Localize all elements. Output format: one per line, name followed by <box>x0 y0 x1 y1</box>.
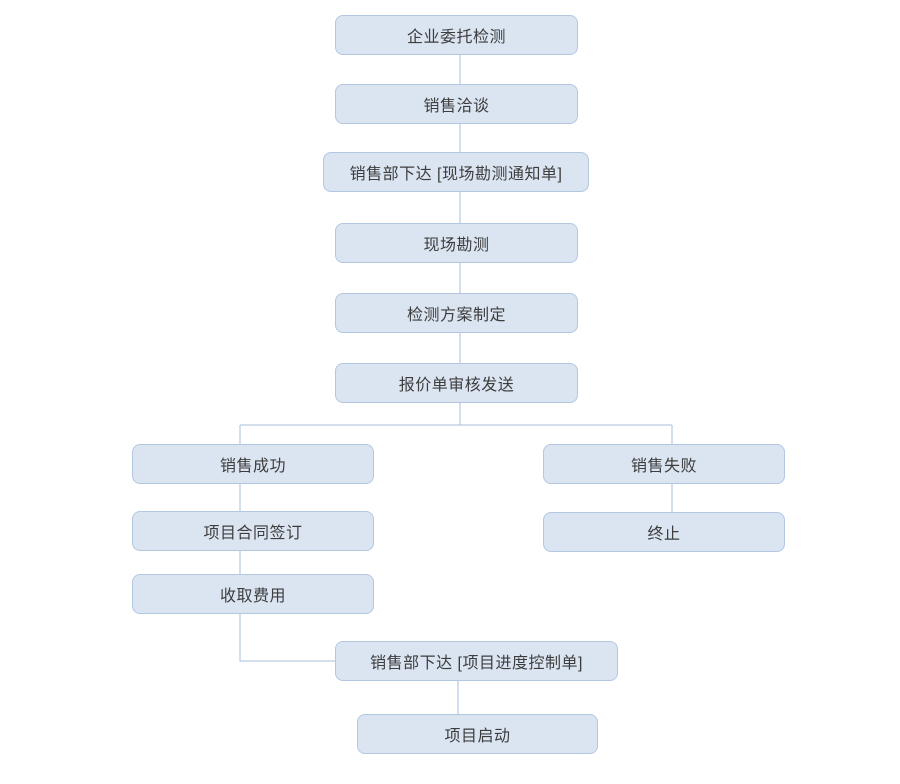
node-quotation-review: 报价单审核发送 <box>335 363 578 403</box>
node-project-start: 项目启动 <box>357 714 598 754</box>
node-sales-success: 销售成功 <box>132 444 374 484</box>
node-fee-collection: 收取费用 <box>132 574 374 614</box>
node-progress-control: 销售部下达 [项目进度控制单] <box>335 641 618 681</box>
edge-fee-progress-elbow <box>239 614 335 662</box>
node-survey-notice: 销售部下达 [现场勘测通知单] <box>323 152 589 192</box>
node-site-survey: 现场勘测 <box>335 223 578 263</box>
node-sales-negotiation: 销售洽谈 <box>335 84 578 124</box>
node-enterprise-entrust: 企业委托检测 <box>335 15 578 55</box>
node-test-plan: 检测方案制定 <box>335 293 578 333</box>
node-sales-failure: 销售失败 <box>543 444 785 484</box>
node-contract-signing: 项目合同签订 <box>132 511 374 551</box>
node-terminate: 终止 <box>543 512 785 552</box>
